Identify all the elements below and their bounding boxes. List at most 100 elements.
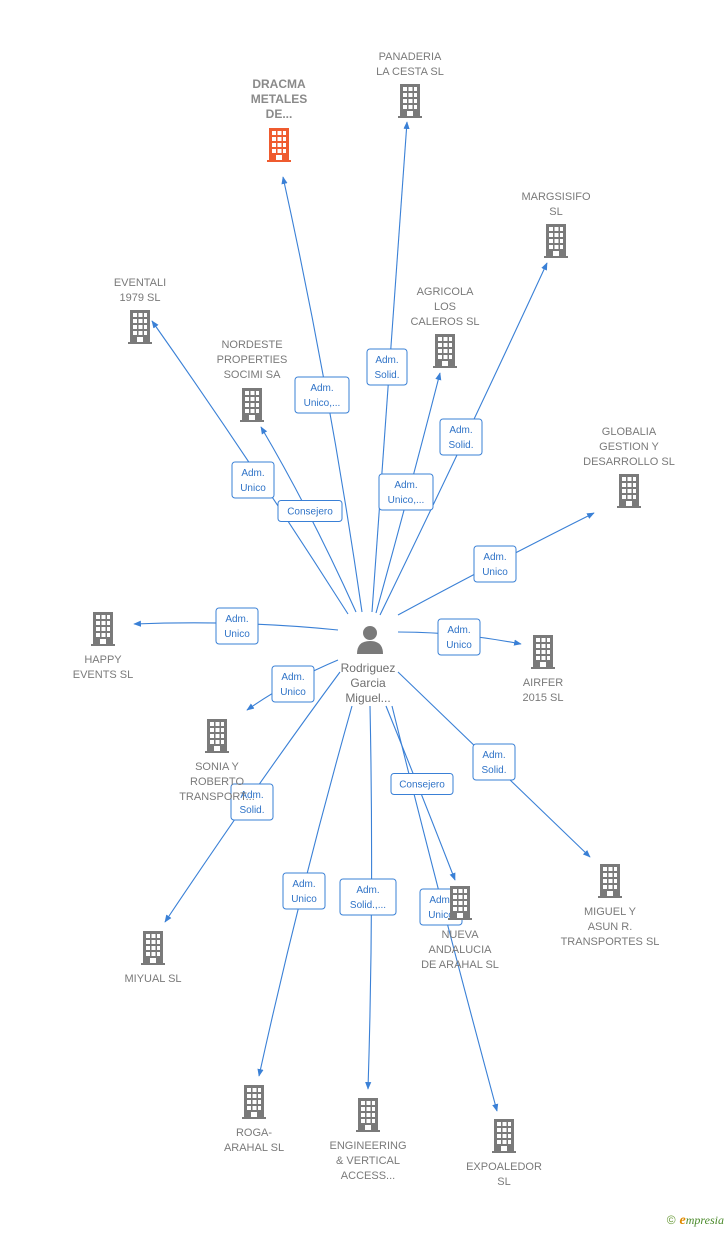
node-label: TRANSPORT... xyxy=(179,791,255,803)
edge-label-engineering-vertical[interactable]: Adm.Solid.,... xyxy=(339,878,397,916)
edge-label-agricola-los-caleros[interactable]: Adm. Unico,... xyxy=(378,473,434,511)
node-panaderia-la-cesta[interactable]: PANADERIA LA CESTA SL xyxy=(376,51,444,118)
building-icon xyxy=(433,334,457,368)
edge-label-text: Adm. xyxy=(483,552,506,563)
edge-label-text: Unico xyxy=(224,629,250,640)
node-label: LOS xyxy=(434,301,456,313)
edge-label-text: Adm. xyxy=(310,383,333,394)
edge-label-text: Unico xyxy=(291,894,317,905)
node-agricola-los-caleros[interactable]: AGRICOLA LOS CALEROS SL xyxy=(410,286,480,368)
node-label: 2015 SL xyxy=(523,692,564,704)
node-label: EXPOALEDOR xyxy=(466,1161,542,1173)
edge-label-text: Solid. xyxy=(374,370,399,381)
center-label: Garcia xyxy=(350,676,386,690)
node-label: MIYUAL SL xyxy=(124,973,181,985)
node-sonia-y-roberto[interactable]: SONIA YROBERTOTRANSPORT... xyxy=(179,719,255,803)
node-expoaledor[interactable]: EXPOALEDOR SL xyxy=(466,1119,542,1188)
edge-label-nordeste-properties[interactable]: Consejero xyxy=(277,500,343,522)
edge-label-text: Solid. xyxy=(239,805,264,816)
node-label: MIGUEL Y xyxy=(584,906,637,918)
node-label: SONIA Y xyxy=(195,761,239,773)
node-label: METALES xyxy=(251,92,307,106)
edge-label-text: Unico xyxy=(446,640,472,651)
edge-label-text: Adm. xyxy=(394,480,417,491)
edge-label-text: Adm. xyxy=(449,425,472,436)
node-label: GESTION Y xyxy=(599,441,659,453)
building-icon xyxy=(128,310,152,344)
edge-label-box xyxy=(282,872,326,910)
edge-label-dracma-metales[interactable]: Adm. Unico,... xyxy=(294,376,350,414)
edge-label-airfer-2015[interactable]: Adm.Unico xyxy=(437,618,481,656)
node-engineering-vertical[interactable]: ENGINEERING& VERTICALACCESS... xyxy=(329,1098,407,1182)
node-label: EVENTALI xyxy=(114,277,166,289)
edge-label-text: Unico xyxy=(280,687,306,698)
node-label: CALEROS SL xyxy=(410,316,479,328)
node-label: SL xyxy=(497,1176,510,1188)
edge-label-text: Adm. xyxy=(240,790,263,801)
edge-label-text: Adm. xyxy=(241,468,264,479)
node-roga-arahal[interactable]: ROGA- ARAHAL SL xyxy=(224,1085,284,1154)
edge-label-text: Adm. xyxy=(482,750,505,761)
edge-label-text: Adm. xyxy=(281,672,304,683)
building-icon xyxy=(356,1098,380,1132)
edge-label-miyual[interactable]: Adm. Solid. xyxy=(230,783,274,821)
node-miyual[interactable]: MIYUAL SL xyxy=(124,931,182,985)
edge-label-box xyxy=(439,418,483,456)
edge-label-panaderia-la-cesta[interactable]: Adm.Solid. xyxy=(366,348,408,386)
node-label: DE ARAHAL SL xyxy=(421,959,499,971)
node-label: & VERTICAL xyxy=(336,1155,400,1167)
building-icon xyxy=(617,474,641,508)
building-icon xyxy=(492,1119,516,1153)
node-label: 1979 SL xyxy=(120,292,161,304)
edge-label-text: Adm. xyxy=(356,885,379,896)
building-icon xyxy=(544,224,568,258)
node-label: LA CESTA SL xyxy=(376,66,444,78)
node-eventali-1979[interactable]: EVENTALI 1979 SL xyxy=(114,277,166,344)
edge-label-nueva-andalucia[interactable]: Consejero xyxy=(390,773,454,795)
edge-label-box xyxy=(390,773,454,795)
node-label: PANADERIA xyxy=(379,51,442,63)
edge-label-eventali-1979[interactable]: Adm. Unico xyxy=(231,461,275,499)
edge-label-happy-events[interactable]: Adm.Unico xyxy=(215,607,259,645)
edge-label-text: Solid. xyxy=(481,765,506,776)
edge-label-sonia-y-roberto[interactable]: Adm. Unico xyxy=(271,665,315,703)
building-icon xyxy=(398,84,422,118)
edge-label-box xyxy=(230,783,274,821)
building-icon xyxy=(240,388,264,422)
edge-label-text: Consejero xyxy=(399,780,445,791)
edge-label-text: Unico xyxy=(240,483,266,494)
brand-logo-initial: e xyxy=(679,1213,686,1228)
edge-label-margsisifo[interactable]: Adm. Solid. xyxy=(439,418,483,456)
edge-label-text: Unico,... xyxy=(304,398,341,409)
center-label: Rodriguez xyxy=(341,661,396,675)
building-icon xyxy=(91,612,115,646)
node-label: DE... xyxy=(266,107,293,121)
brand-footer: ©empresia xyxy=(667,1213,724,1229)
edge-label-text: Adm. xyxy=(429,895,452,906)
building-icon xyxy=(141,931,165,965)
edge-label-text: Unico,... xyxy=(388,495,425,506)
edge-label-miguel-y-asun[interactable]: Adm. Solid. xyxy=(472,743,516,781)
edge-label-text: Adm. xyxy=(292,879,315,890)
center-person[interactable]: RodriguezGarciaMiguel... xyxy=(341,626,396,705)
node-label: GLOBALIA xyxy=(602,426,657,438)
edge-label-roga-arahal[interactable]: Adm. Unico xyxy=(282,872,326,910)
node-label: ROGA- xyxy=(236,1127,272,1139)
node-label: ARAHAL SL xyxy=(224,1142,284,1154)
node-airfer-2015[interactable]: AIRFER 2015 SL xyxy=(523,635,564,704)
node-label: AIRFER xyxy=(523,677,563,689)
node-dracma-metales[interactable]: DRACMAMETALESDE... xyxy=(251,77,307,162)
edge-label-text: Solid. xyxy=(448,440,473,451)
node-label: AGRICOLA xyxy=(417,286,475,298)
node-label: NORDESTE xyxy=(221,339,282,351)
edge-label-box xyxy=(366,348,408,386)
edge-label-globalia-gestion[interactable]: Adm.Unico xyxy=(473,545,517,583)
edge-label-text: Unico xyxy=(428,910,454,921)
